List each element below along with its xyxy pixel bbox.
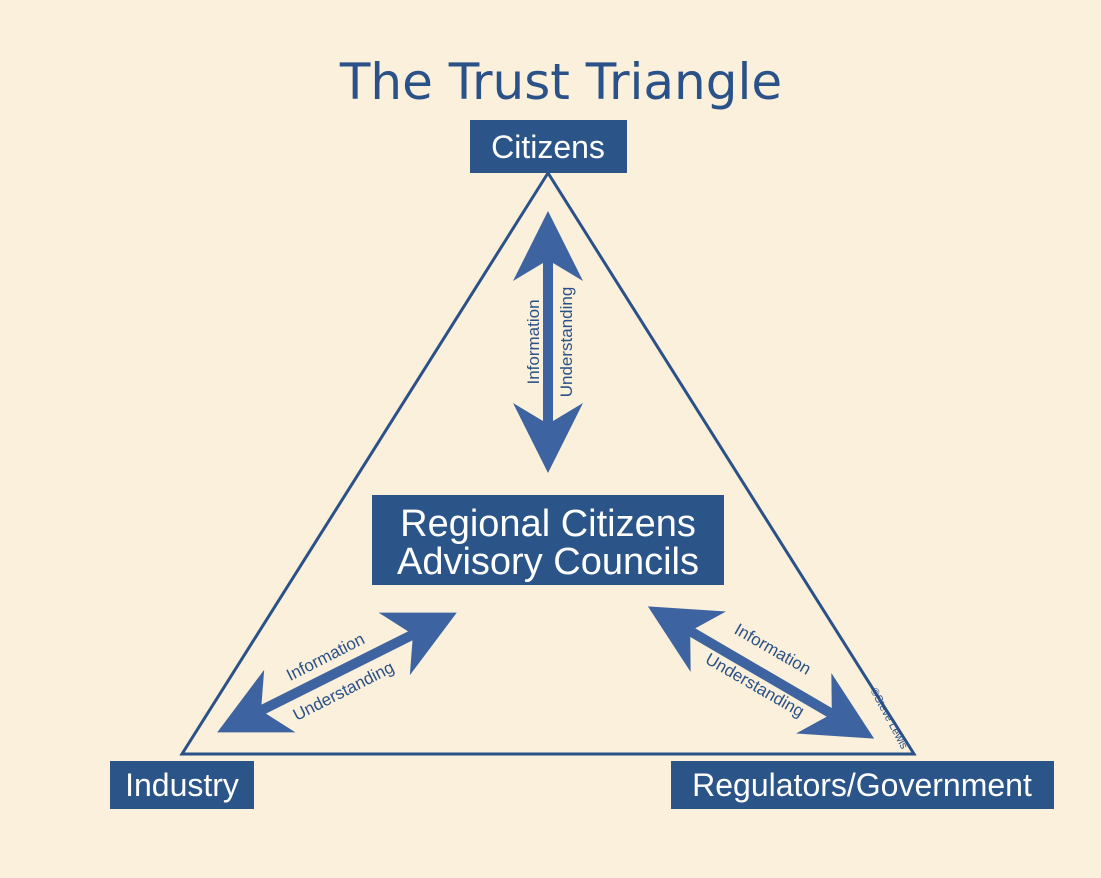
- node-center-label-line2: Advisory Councils: [397, 541, 699, 583]
- arrow-regulators-center: Information Understanding: [647, 606, 875, 739]
- arrow-industry-center-line: [217, 612, 457, 733]
- arrow-citizens-center-label-a: Information: [524, 299, 543, 384]
- node-regulators: Regulators/Government: [671, 761, 1054, 809]
- arrow-industry-center: Information Understanding: [217, 612, 457, 733]
- diagram-title: The Trust Triangle: [339, 53, 782, 111]
- node-regulators-label: Regulators/Government: [692, 767, 1032, 803]
- node-center: Regional Citizens Advisory Councils: [372, 495, 724, 585]
- arrow-citizens-center: Information Understanding: [513, 211, 583, 473]
- node-regulators-box: [671, 761, 1054, 809]
- node-industry-box: [110, 761, 254, 809]
- node-center-label-line1: Regional Citizens: [400, 503, 696, 545]
- node-citizens-box: [470, 120, 627, 173]
- node-center-box: [372, 495, 724, 585]
- copyright-credit: ©Steve Lewis: [868, 686, 910, 752]
- node-industry-label: Industry: [125, 767, 239, 803]
- node-citizens: Citizens: [470, 120, 627, 173]
- triangle-outline: [179, 170, 917, 756]
- node-industry: Industry: [110, 761, 254, 809]
- arrow-regulators-center-line: [647, 606, 875, 739]
- arrow-citizens-center-label-b: Understanding: [557, 287, 576, 398]
- node-citizens-label: Citizens: [491, 129, 605, 165]
